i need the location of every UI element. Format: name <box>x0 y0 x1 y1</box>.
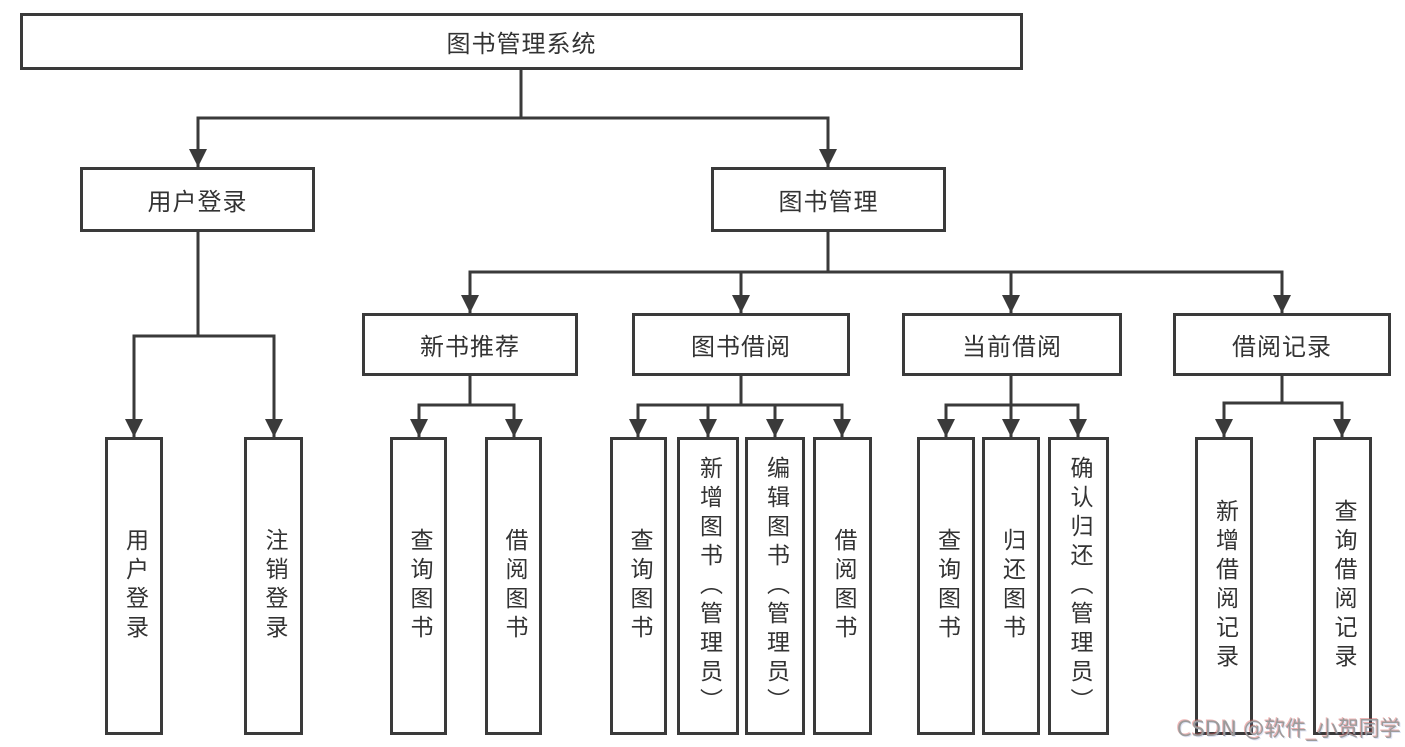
leaf-edit-book-admin: 编辑图书（管理员） <box>745 437 805 735</box>
leaf-label: 借阅图书 <box>830 528 856 644</box>
leaf-borrow-books-recommend: 借阅图书 <box>485 437 542 735</box>
leaf-user-login: 用户登录 <box>105 437 163 735</box>
leaf-confirm-return-admin: 确认归还（管理员） <box>1048 437 1109 735</box>
node-book-management: 图书管理 <box>711 167 946 232</box>
leaf-label: 归还图书 <box>998 528 1025 644</box>
leaf-label: 查询图书 <box>933 528 960 644</box>
node-label: 图书借阅 <box>691 333 791 361</box>
node-label: 图书管理系统 <box>446 30 597 58</box>
node-label: 图书管理 <box>778 188 879 216</box>
node-new-book-recommendation: 新书推荐 <box>362 313 578 376</box>
leaf-add-borrow-record: 新增借阅记录 <box>1195 437 1253 735</box>
leaf-label: 查询图书 <box>406 528 432 644</box>
csdn-watermark: CSDN @软件_小贺同学 <box>1176 717 1401 741</box>
node-library-management-system: 图书管理系统 <box>20 13 1023 70</box>
leaf-label: 确认归还（管理员） <box>1066 455 1092 717</box>
leaf-label: 查询借阅记录 <box>1330 499 1356 673</box>
leaf-label: 编辑图书（管理员） <box>762 455 789 717</box>
leaf-label: 注销登录 <box>261 528 287 644</box>
leaf-label: 新增图书（管理员） <box>695 455 722 717</box>
leaf-query-books-current: 查询图书 <box>917 437 975 735</box>
leaf-label: 查询图书 <box>626 528 652 644</box>
node-book-borrowing: 图书借阅 <box>632 313 850 376</box>
node-label: 用户登录 <box>147 188 248 216</box>
node-label: 新书推荐 <box>420 333 520 361</box>
leaf-logout: 注销登录 <box>244 437 303 735</box>
leaf-return-book: 归还图书 <box>982 437 1040 735</box>
node-current-borrowing: 当前借阅 <box>902 313 1122 376</box>
leaf-query-borrow-record: 查询借阅记录 <box>1313 437 1372 735</box>
leaf-label: 用户登录 <box>121 528 148 644</box>
leaf-label: 借阅图书 <box>501 528 527 644</box>
leaf-query-books-recommend: 查询图书 <box>390 437 447 735</box>
leaf-label: 新增借阅记录 <box>1211 499 1238 673</box>
node-label: 借阅记录 <box>1232 333 1332 361</box>
leaf-borrow-books: 借阅图书 <box>813 437 872 735</box>
node-user-login: 用户登录 <box>80 167 315 232</box>
node-borrowing-records: 借阅记录 <box>1173 313 1391 376</box>
connector-group-root <box>125 70 1351 437</box>
node-label: 当前借阅 <box>962 333 1062 361</box>
leaf-query-books-borrow: 查询图书 <box>610 437 667 735</box>
leaf-add-book-admin: 新增图书（管理员） <box>677 437 739 735</box>
